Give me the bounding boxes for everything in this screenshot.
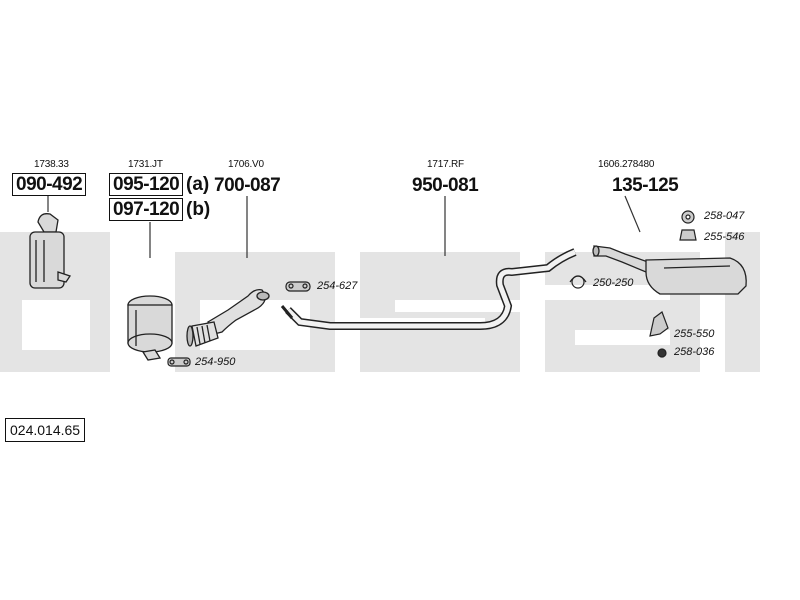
diesel-particulate-filter-icon [29, 213, 72, 289]
gasket-icon-254-627 [285, 281, 311, 292]
middle-pipe-icon [280, 248, 577, 330]
clamp-icon-254-950 [167, 357, 191, 367]
part-number-box[interactable]: 090-492 [12, 173, 87, 196]
part-number[interactable]: 135-125 [612, 175, 679, 196]
leader-lines [47, 195, 641, 258]
oem-number-label: 1606.278480 [598, 159, 655, 170]
accessory-number[interactable]: 255-550 [674, 328, 715, 340]
accessory-number[interactable]: 254-950 [195, 356, 236, 368]
clamp-icon-250-250 [569, 275, 587, 289]
flex-pipe-icon [186, 288, 270, 347]
watermark-letter-s [360, 252, 520, 372]
bracket-icon-255-550 [649, 311, 669, 337]
watermark [0, 232, 760, 372]
part-number-box[interactable]: 097-120 [109, 198, 184, 221]
part-number[interactable]: 700-087 [214, 175, 281, 196]
accessory-number[interactable]: 255-546 [704, 231, 745, 243]
part-number[interactable]: 950-081 [412, 175, 479, 196]
watermark-letter-o [175, 252, 335, 372]
accessory-number[interactable]: 250-250 [593, 277, 634, 289]
rubber-mount-icon-258-047 [681, 210, 695, 224]
accessory-number[interactable]: 258-036 [674, 346, 715, 358]
variant-label: (a) [186, 174, 210, 195]
watermark-letter-b [0, 232, 110, 372]
watermark-letter-l [725, 232, 760, 372]
diagram-reference-number: 024.014.65 [5, 418, 86, 442]
catalytic-converter-icon [127, 295, 173, 361]
rear-silencer-icon [592, 245, 747, 295]
oem-number-label: 1731.JT [128, 159, 163, 170]
variant-label: (b) [186, 199, 211, 220]
oem-number-label: 1717.RF [427, 159, 464, 170]
rubber-mount-icon-258-036 [657, 348, 667, 358]
accessory-number[interactable]: 258-047 [704, 210, 745, 222]
accessory-number[interactable]: 254-627 [317, 280, 358, 292]
oem-number-label: 1738.33 [34, 159, 69, 170]
part-number-box[interactable]: 095-120 [109, 173, 184, 196]
oem-number-label: 1706.V0 [228, 159, 264, 170]
bracket-icon-255-546 [679, 229, 697, 241]
